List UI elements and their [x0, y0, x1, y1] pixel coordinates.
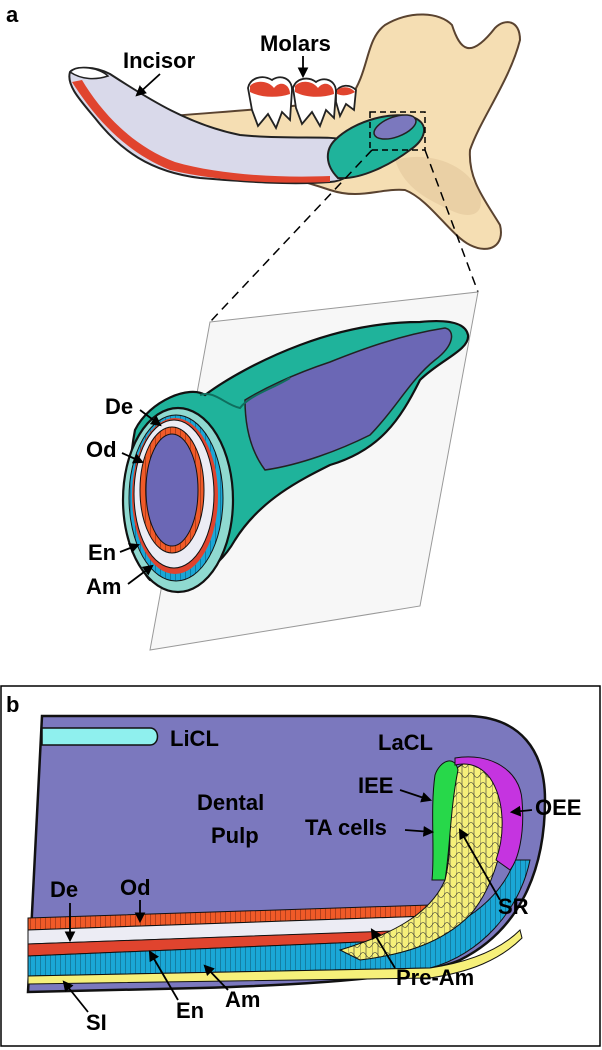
od-label: Od	[120, 875, 151, 900]
en-arrow	[148, 950, 179, 1001]
section-arrow-de	[139, 409, 162, 427]
section-label-de: De	[105, 394, 133, 419]
am-arrow	[203, 964, 229, 991]
section-arrow-am	[127, 564, 154, 585]
incisor-enamel	[72, 80, 330, 183]
pulp-label: Pulp	[211, 823, 259, 848]
incisor-label: Incisor	[123, 48, 196, 73]
section-label-od: Od	[86, 437, 117, 462]
am-label: Am	[225, 987, 260, 1012]
incisor-3d-pulp	[244, 327, 453, 471]
oee-arrow	[509, 805, 533, 817]
iee-arrow	[399, 789, 433, 803]
oee-label: OEE	[535, 795, 581, 820]
ta-cells-arrow	[404, 825, 435, 837]
sr-label: SR	[498, 894, 529, 919]
section-arrow-en	[119, 543, 141, 554]
panel-a-letter: a	[6, 2, 19, 27]
iee-label: IEE	[358, 773, 393, 798]
si-arrow	[62, 980, 89, 1013]
molars-label: Molars	[260, 31, 331, 56]
section-label-en: En	[88, 540, 116, 565]
oee-cells	[454, 756, 524, 871]
panel-b-letter: b	[6, 692, 19, 717]
ta-cells-label: TA cells	[305, 815, 387, 840]
pre-am-label: Pre-Am	[396, 965, 474, 990]
zoom-line-left	[209, 149, 373, 323]
si-label: SI	[86, 1010, 107, 1035]
incisor-arrow	[135, 73, 161, 97]
incisor-tip	[68, 66, 110, 80]
pre-am-arrow	[370, 928, 396, 969]
dental-label: Dental	[197, 790, 264, 815]
si-layer	[27, 929, 523, 985]
sr-arrow	[458, 828, 501, 901]
de-label: De	[50, 877, 78, 902]
zoom-line-right	[424, 149, 479, 293]
section-pulp	[145, 433, 199, 547]
lacl-label: LaCL	[378, 730, 433, 755]
section-label-am: Am	[86, 574, 121, 599]
incisor-pulp-end	[373, 114, 417, 140]
molars	[247, 76, 357, 131]
incisor-3d-ridge	[199, 377, 291, 410]
licl-shape	[41, 727, 159, 746]
section-arrow-od	[121, 452, 144, 464]
en-label: En	[176, 998, 204, 1023]
licl-label: LiCL	[170, 726, 219, 751]
zoom-box	[369, 111, 426, 151]
